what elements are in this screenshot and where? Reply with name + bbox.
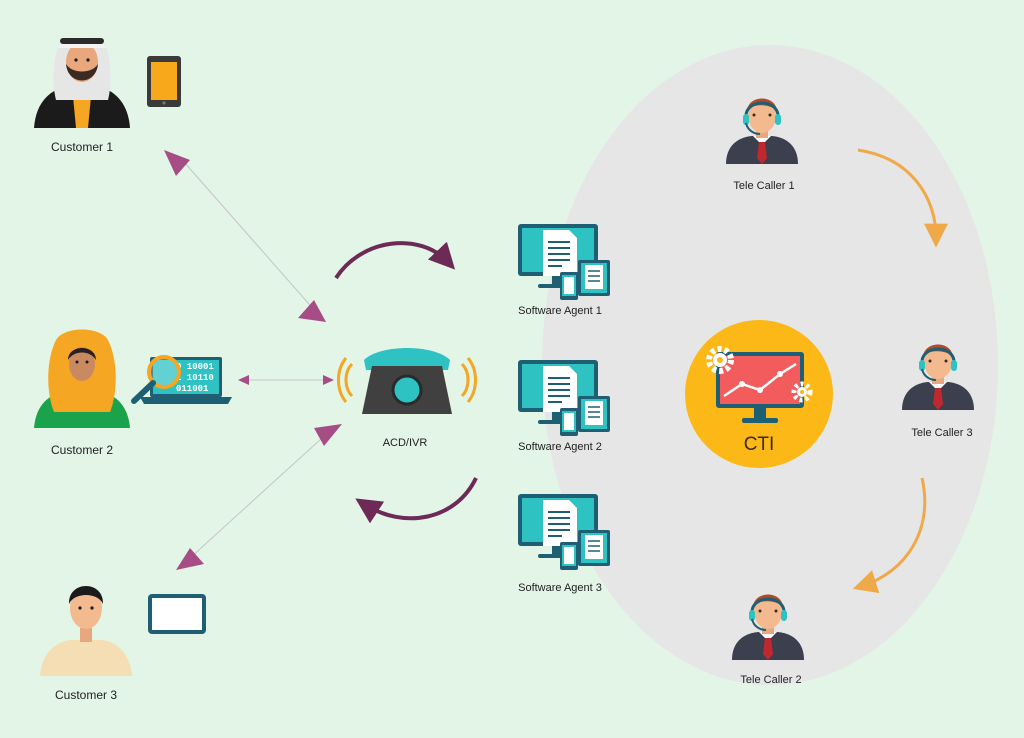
- tablet-icon: [148, 594, 206, 634]
- arrowhead-to-customer1: [164, 150, 190, 176]
- software-agent-1-label: Software Agent 1: [518, 305, 602, 317]
- arrowhead-to-acd-from-customer2: [323, 375, 334, 385]
- gear-icon: [791, 381, 813, 403]
- customer-woman-hijab-icon: [34, 329, 130, 428]
- agent-3-computer-icon: [517, 493, 611, 571]
- gear-icon: [706, 346, 734, 374]
- customer-2-label: Customer 2: [50, 443, 114, 457]
- customer-3-label: Customer 3: [54, 688, 118, 702]
- cti-icon: [685, 320, 833, 468]
- agent-1-computer-icon: [517, 223, 611, 301]
- customer-man-icon: [40, 586, 132, 676]
- arrow-caller1-to-caller3: [857, 148, 948, 248]
- agent-2-computer-icon: [517, 359, 611, 437]
- link-acd-customer3: [189, 437, 323, 559]
- arrowhead-to-customer3: [176, 548, 204, 570]
- tele-caller-1-label: Tele Caller 1: [733, 180, 795, 192]
- tele-caller-2-label: Tele Caller 2: [740, 674, 802, 686]
- data-line-3: 011001: [176, 384, 209, 394]
- data-line-1: 0 10001: [176, 362, 214, 372]
- arrowhead-to-customer2: [238, 375, 249, 385]
- software-agent-3-label: Software Agent 3: [518, 582, 602, 594]
- telephone-ringing-icon: [337, 348, 477, 414]
- acd-ivr-label: ACD/IVR: [382, 437, 428, 449]
- software-agent-2-label: Software Agent 2: [518, 441, 602, 453]
- tele-caller-3-label: Tele Caller 3: [911, 427, 973, 439]
- link-customer1-acd: [183, 161, 317, 313]
- cti-label: CTI: [743, 434, 775, 455]
- data-line-2: 1 10110: [176, 373, 214, 383]
- curved-arrow-to-acd: [355, 477, 478, 524]
- arrowhead-to-acd-from-customer1: [298, 300, 326, 322]
- arrowhead-to-acd-from-customer3: [314, 424, 342, 446]
- mobile-phone-icon: [147, 56, 181, 107]
- magnifier-icon: [131, 355, 181, 404]
- arrow-caller3-to-caller2: [852, 477, 927, 594]
- curved-arrow-to-agents: [334, 241, 456, 280]
- customer-arab-man-icon: [34, 37, 130, 128]
- customer-1-label: Customer 1: [50, 140, 114, 154]
